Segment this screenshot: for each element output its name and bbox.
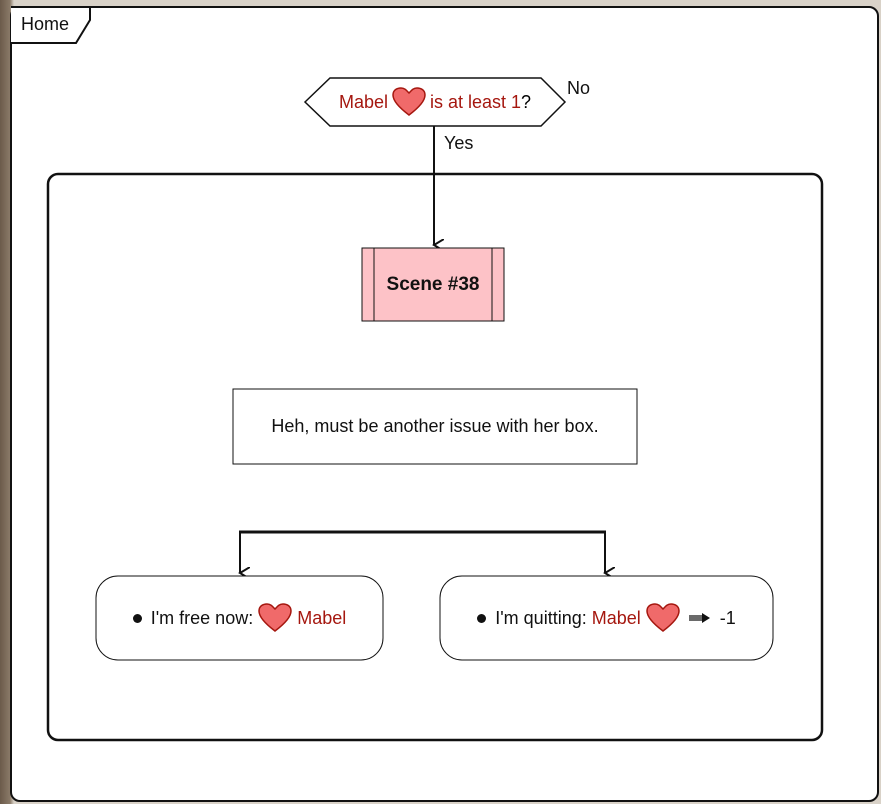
scene-shape — [361, 247, 505, 322]
choice-2-delta: -1 — [719, 607, 736, 628]
scene-node[interactable]: Scene #38 — [386, 273, 480, 295]
note-text: Heh, must be another issue with her box. — [271, 416, 599, 436]
arrow-icon — [688, 613, 710, 623]
bullet-icon — [477, 613, 487, 623]
yes-label: Yes — [444, 133, 474, 153]
choice-1-prefix: I'm free now: — [150, 607, 254, 628]
no-label: No — [567, 78, 591, 98]
decision-question-mark: ? — [521, 91, 532, 112]
tab-home[interactable]: Home — [21, 14, 70, 34]
heart-icon — [392, 87, 426, 116]
decision-node[interactable]: Mabel is at least 1? — [305, 78, 565, 126]
decision-condition: is at least 1 — [429, 91, 522, 112]
heart-icon — [645, 603, 680, 632]
decision-shape — [303, 77, 567, 127]
choice-2-character: Mabel — [591, 607, 641, 628]
choice-2-shape — [439, 575, 774, 661]
choice-1-shape — [95, 575, 384, 661]
choice-2-prefix: I'm quitting: — [495, 607, 587, 628]
choice-1[interactable]: I'm free now: Mabel — [96, 576, 383, 660]
heart-icon — [258, 603, 292, 632]
note-shape — [232, 388, 638, 465]
choice-1-character: Mabel — [297, 607, 347, 628]
home-tab-shape — [11, 6, 91, 44]
decision-character: Mabel — [338, 91, 388, 112]
bullet-icon — [132, 613, 142, 623]
choice-2[interactable]: I'm quitting: Mabel -1 — [440, 576, 773, 660]
